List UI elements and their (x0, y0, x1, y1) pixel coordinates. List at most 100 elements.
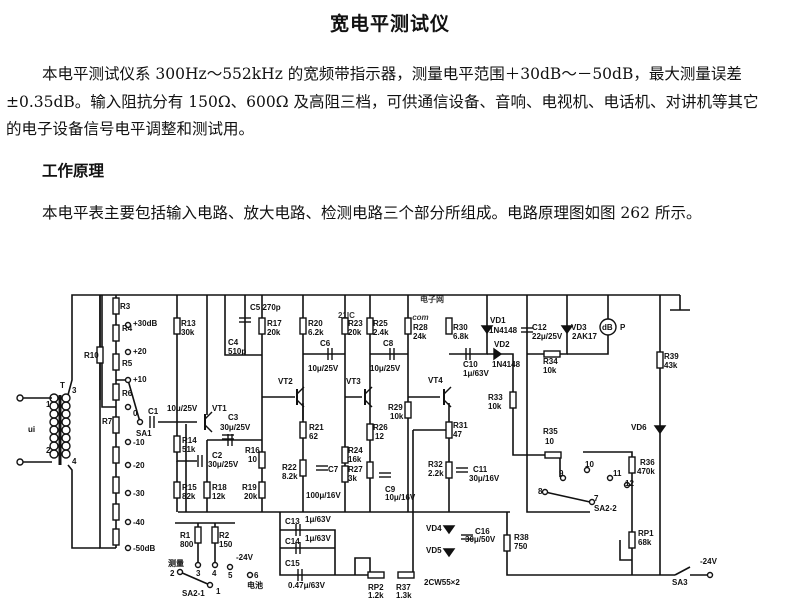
label-r26v: 12 (375, 432, 384, 441)
resistor (445, 317, 453, 335)
resistor (112, 446, 120, 464)
label-r31v: 47 (453, 430, 462, 439)
label-r18: R18 (212, 483, 227, 492)
label-r17: R17 (267, 319, 282, 328)
label-c3v: 30μ/25V (220, 423, 251, 432)
db-meter (599, 318, 617, 336)
label-sa1: SA1 (136, 429, 152, 438)
diode (560, 325, 574, 335)
label-r5: R5 (122, 359, 133, 368)
switch-contact (541, 488, 549, 496)
switch-contact (136, 418, 144, 426)
transistor-emitter (204, 424, 213, 433)
transformer-winding (49, 433, 59, 443)
label-r29v: 10k (390, 412, 404, 421)
label-c11: C11 (473, 465, 488, 474)
label-p: P (620, 323, 626, 332)
label-r20: R20 (308, 319, 323, 328)
resistor (112, 353, 120, 371)
wire (506, 512, 675, 576)
resistor (299, 459, 307, 477)
label-ui: ui (28, 425, 35, 434)
label-s24: -24V (236, 553, 254, 562)
label-c16: C16 (475, 527, 490, 536)
switch-contact (124, 544, 132, 552)
label-r21: R21 (309, 423, 324, 432)
diode (442, 525, 456, 535)
resistor (445, 461, 453, 479)
label-r19: R19 (242, 483, 257, 492)
label-vd4: VD4 (426, 524, 442, 533)
label-r34v: 10k (543, 366, 557, 375)
transformer-winding (49, 417, 59, 427)
wire (544, 491, 591, 503)
label-vt1: VT1 (212, 404, 227, 413)
transistor-collector (296, 386, 305, 395)
label-p10: +10 (133, 375, 147, 384)
label-m50: -50dB (133, 544, 155, 553)
switch-contact (559, 474, 567, 482)
label-r32: R32 (428, 460, 443, 469)
watermark-logo: 21IC 电子网 .com (338, 294, 444, 322)
label-r16v: 10 (248, 455, 257, 464)
label-c4: C4 (228, 338, 239, 347)
label-c6: C6 (320, 339, 331, 348)
switch-contact (124, 321, 132, 329)
switch-contact (206, 581, 214, 589)
resistor (656, 351, 664, 369)
label-vd6: VD6 (631, 423, 647, 432)
label-rp2: RP2 (368, 583, 384, 592)
wire (619, 540, 632, 561)
label-r1: R1 (180, 531, 191, 540)
label-c9v: 10μ/16V (385, 493, 416, 502)
label-r30: R30 (453, 323, 468, 332)
switch-contact (124, 489, 132, 497)
transformer-winding (61, 433, 71, 443)
label-c16v: 30μ/50V (465, 535, 496, 544)
label-r7: R7 (102, 417, 113, 426)
label-c1v: 10μ/25V (167, 404, 198, 413)
label-vd45v: 2CW55×2 (424, 578, 460, 587)
resistor (194, 526, 202, 544)
transistor-emitter (364, 399, 373, 408)
label-vt3: VT3 (346, 377, 361, 386)
diode (493, 347, 503, 361)
components (16, 297, 714, 589)
transformer-winding (61, 425, 71, 435)
resistor (445, 421, 453, 439)
wire (567, 335, 609, 355)
label-r36: R36 (640, 458, 655, 467)
label-vt2: VT2 (278, 377, 293, 386)
label-m10: -10 (133, 438, 145, 447)
transistor-collector (443, 386, 452, 395)
label-r35v: 10 (545, 437, 554, 446)
label-c13v: 1μ/63V (305, 515, 331, 524)
label-t3: 3 (72, 386, 77, 395)
label-n7: 7 (594, 494, 599, 503)
resistor (341, 465, 349, 483)
label-vd2: VD2 (494, 340, 510, 349)
label-r37: R37 (396, 583, 411, 592)
resistor (404, 401, 412, 419)
label-c15: C15 (285, 559, 300, 568)
switch-contact (226, 563, 234, 571)
label-n11: 11 (613, 469, 622, 478)
label-r3: R3 (120, 302, 131, 311)
label-r14v: 51k (182, 445, 196, 454)
resistor (503, 534, 511, 552)
label-r4: R4 (122, 324, 133, 333)
label-sa22: SA2-2 (594, 504, 617, 513)
wire (179, 571, 211, 586)
wire (279, 512, 380, 576)
switch-contact (211, 561, 219, 569)
switch-contact (588, 498, 596, 506)
switch-contact (623, 481, 631, 489)
label-r38v: 750 (514, 542, 528, 551)
label-m40: -40 (133, 518, 145, 527)
label-n8: 8 (538, 487, 543, 496)
resistor (96, 346, 104, 364)
label-r15v: 82k (182, 492, 196, 501)
label-c7v: 100μ/16V (306, 491, 341, 500)
resistor (112, 503, 120, 521)
label-r23: R23 (348, 319, 363, 328)
